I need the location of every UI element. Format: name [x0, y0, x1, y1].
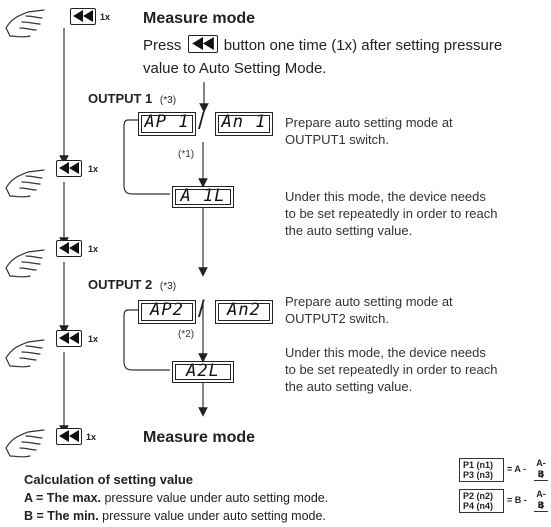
lcd-a2l: A2L — [172, 361, 234, 383]
measure-mode-footer: Measure mode — [143, 429, 255, 447]
output2-desc2: Under this mode, the device needs to be … — [285, 344, 497, 395]
calc-a-line: A = The max. pressure value under auto s… — [24, 491, 328, 505]
press-count: 1x — [86, 432, 96, 442]
slash-divider-2: / — [198, 296, 205, 324]
output2-note: (*3) — [160, 281, 176, 292]
formula-2: P2 (n2) P4 (n4) = B - A-B 4 — [459, 488, 549, 514]
lcd-an1: An 1 — [215, 112, 273, 136]
output1-sub-note: (*1) — [178, 146, 194, 163]
rewind-button-icon — [70, 8, 96, 25]
formula-1-box: P1 (n1) P3 (n3) — [459, 458, 504, 482]
formula-2-box: P2 (n2) P4 (n4) — [459, 489, 504, 513]
press-count: 1x — [88, 334, 98, 344]
press-count: 1x — [100, 12, 110, 22]
lcd-a1l: A 1L — [172, 186, 234, 208]
output1-label: OUTPUT 1 (*3) — [88, 91, 176, 106]
measure-mode-title: Measure mode — [143, 10, 255, 28]
output2-sub-note: (*2) — [178, 326, 194, 343]
rewind-button-icon — [56, 428, 82, 445]
rewind-button-icon — [56, 240, 82, 257]
output1-note: (*3) — [160, 95, 176, 106]
pressing-hand-icon — [4, 166, 48, 204]
slash-divider-1: / — [198, 108, 205, 136]
formula-1: P1 (n1) P3 (n3) = A - A-B 4 — [459, 457, 549, 483]
rewind-button-icon — [188, 35, 218, 53]
pressing-hand-icon — [4, 6, 48, 44]
output1-desc2: Under this mode, the device needs to be … — [285, 188, 497, 239]
output2-desc1: Prepare auto setting mode at OUTPUT2 swi… — [285, 293, 453, 327]
output2-label: OUTPUT 2 (*3) — [88, 277, 176, 292]
pressing-hand-icon — [4, 336, 48, 374]
press-count: 1x — [88, 164, 98, 174]
rewind-button-icon — [56, 330, 82, 347]
output1-desc1: Prepare auto setting mode at OUTPUT1 swi… — [285, 114, 453, 148]
lcd-an2: An2 — [215, 300, 273, 324]
instruction-pre: Press — [143, 37, 181, 54]
instruction-line-1: Press button one time (1x) after setting… — [143, 35, 502, 55]
rewind-button-icon — [56, 160, 82, 177]
pressing-hand-icon — [4, 426, 48, 464]
press-count: 1x — [88, 244, 98, 254]
instruction-line-2: value to Auto Setting Mode. — [143, 59, 326, 78]
pressing-hand-icon — [4, 246, 48, 284]
calc-title: Calculation of setting value — [24, 472, 193, 487]
lcd-ap1: AP 1 — [138, 112, 196, 136]
calc-b-line: B = The min. pressure value under auto s… — [24, 509, 326, 523]
instruction-post: button one time (1x) after setting press… — [224, 37, 502, 54]
lcd-ap2: AP2 — [138, 300, 196, 324]
